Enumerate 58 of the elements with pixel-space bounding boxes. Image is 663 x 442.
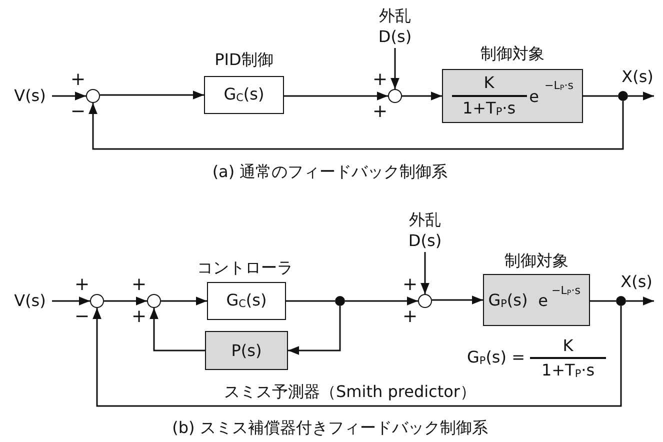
signal-label: V(s) [14,87,46,105]
block-label: e [538,292,548,310]
exponent-label: −L$_{P}$·s [544,80,574,92]
sign-label: + [372,102,388,122]
block-title: 制御対象 [480,45,544,63]
arrow [420,252,430,294]
sign-label: − [74,307,90,327]
signal-line [583,95,618,97]
sign-label: + [402,307,418,327]
arrow [432,296,483,304]
caption: (b) スミス補償器付きフィードバック制御系 [172,419,488,437]
arrow [92,306,622,407]
signal-label: X(s) [622,68,654,86]
formula-text: G$_{P}$(s) = [467,348,525,368]
arrow [284,92,388,100]
block-label: P(s) [231,342,262,360]
arrow [100,90,204,100]
arrow [52,92,86,100]
arrow [104,296,147,306]
block-title: 制御対象 [504,252,568,270]
caption: (a) 通常のフィードバック制御系 [212,163,448,181]
block-label: 1+T$_{P}$·s [462,100,516,118]
arrow [345,296,418,306]
block-label: G$_{C}$(s) [226,292,267,310]
arrow [628,92,654,100]
arrow [88,101,624,150]
arrow [52,296,90,306]
block-label: K [484,74,494,92]
caption: スミス予測器（Smith predictor） [224,383,476,401]
signal-label: 外乱 [409,211,441,229]
signal-label: X(s) [620,273,652,291]
block-title: PID制御 [214,51,274,69]
sign-label: + [74,275,90,295]
arrow [402,92,442,100]
signal-label: 外乱 [379,7,411,25]
block-label: G$_{P}$(s) [488,292,528,310]
formula-text: 1+T$_{P}$·s [541,362,595,380]
exponent-label: −L$_{P}$·s [552,284,580,298]
sign-label: + [402,275,418,295]
signal-line [286,300,335,302]
arrow [390,48,400,89]
block-title: コントローラ [197,259,293,277]
arrow [288,306,341,355]
block-label: G$_{C}$(s) [224,86,264,104]
sign-label: + [131,275,147,295]
formula-text: K [562,337,574,355]
signal-label: D(s) [408,232,442,250]
arrow [626,296,654,306]
sign-label: + [372,70,388,90]
sign-label: + [131,307,147,327]
arrow [161,296,207,306]
sign-label: + [70,70,86,90]
signal-line [590,300,616,302]
signal-label: D(s) [378,28,412,46]
signal-label: V(s) [14,292,46,310]
block-label: e [529,88,539,106]
sign-label: − [70,102,86,122]
arrow [150,308,205,352]
